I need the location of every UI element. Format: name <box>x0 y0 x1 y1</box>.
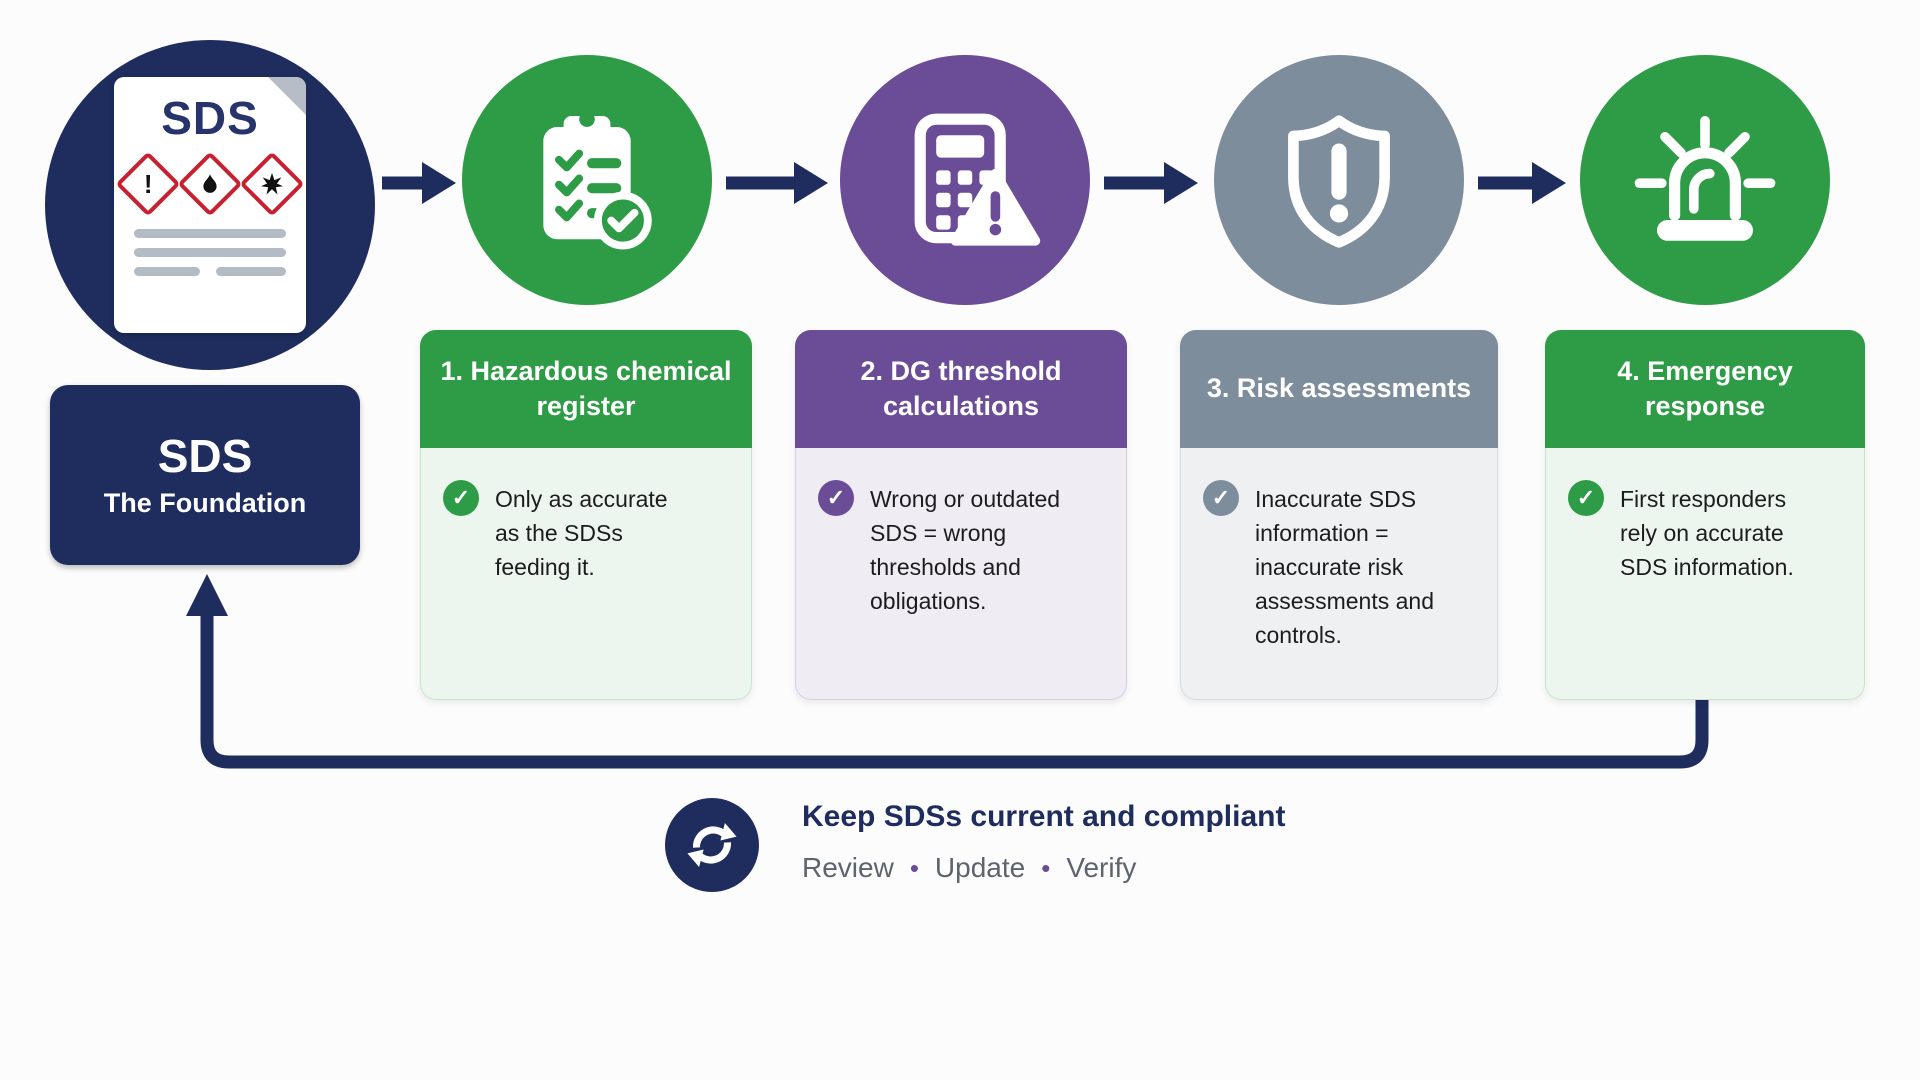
footer-title: Keep SDSs current and compliant <box>802 800 1286 833</box>
foundation-box-title: SDS <box>157 430 253 483</box>
sds-document-icon: SDS ! <box>114 77 306 333</box>
step3-circle <box>1214 55 1464 305</box>
foundation-box-subtitle: The Foundation <box>103 487 307 518</box>
check-badge-icon: ✓ <box>1203 480 1239 516</box>
refresh-cycle-icon <box>687 823 737 867</box>
flow-arrow-2 <box>726 162 828 204</box>
calculator-warning-icon <box>914 113 1041 246</box>
step2-circle <box>840 55 1090 305</box>
step4-header: 4. Emergency response <box>1545 330 1865 448</box>
cycle-separator-dot: • <box>909 852 919 883</box>
ghs-health-hazard-icon <box>239 151 305 217</box>
step3-title: 3. Risk assessments <box>1206 373 1472 404</box>
step-card-4: 4. Emergency response ✓ First responders… <box>1545 330 1865 700</box>
step2-header: 2. DG threshold calculations <box>795 330 1127 448</box>
footer-cycle-steps: Review • Update • Verify <box>802 852 1136 884</box>
emergency-siren-icon <box>1634 116 1776 241</box>
sds-foundation-circle: SDS ! <box>45 40 375 370</box>
sds-foundation-label: SDS The Foundation <box>50 385 360 565</box>
step1-header: 1. Hazardous chemical register <box>420 330 752 448</box>
checklist-clipboard-icon <box>543 111 652 250</box>
cycle-step-update: Update <box>934 852 1026 883</box>
step3-header: 3. Risk assessments <box>1180 330 1498 448</box>
flow-arrow-4 <box>1478 162 1566 204</box>
step4-description: First responders rely on accurate SDS in… <box>1620 486 1794 581</box>
cycle-separator-dot: • <box>1041 852 1051 883</box>
check-badge-icon: ✓ <box>443 480 479 516</box>
check-badge-icon: ✓ <box>1568 480 1604 516</box>
ghs-pictogram-row: ! <box>114 151 306 217</box>
step-card-2: 2. DG threshold calculations ✓ Wrong or … <box>795 330 1127 700</box>
shield-alert-icon <box>1288 115 1390 248</box>
step1-title: 1. Hazardous chemical register <box>440 355 732 421</box>
step4-body: ✓ First responders rely on accurate SDS … <box>1545 448 1865 700</box>
feedback-loop-arrow <box>186 574 1709 769</box>
step-card-1: 1. Hazardous chemical register ✓ Only as… <box>420 330 752 700</box>
step1-description: Only as accurate as the SDSs feeding it. <box>495 486 668 581</box>
step1-body: ✓ Only as accurate as the SDSs feeding i… <box>420 448 752 700</box>
sds-document-title: SDS <box>161 92 259 144</box>
step2-description: Wrong or outdated SDS = wrong thresholds… <box>870 486 1061 615</box>
step3-body: ✓ Inaccurate SDS information = inaccurat… <box>1180 448 1498 700</box>
step4-circle <box>1580 55 1830 305</box>
cycle-step-verify: Verify <box>1066 852 1137 883</box>
step-card-3: 3. Risk assessments ✓ Inaccurate SDS inf… <box>1180 330 1498 700</box>
flow-arrow-3 <box>1104 162 1198 204</box>
refresh-cycle-badge <box>665 798 759 892</box>
step2-body: ✓ Wrong or outdated SDS = wrong threshol… <box>795 448 1127 700</box>
flow-arrow-1 <box>382 162 456 204</box>
page-fold-corner-icon <box>268 77 306 115</box>
cycle-step-review: Review <box>802 852 894 883</box>
document-text-lines <box>114 229 306 286</box>
ghs-exclamation-icon: ! <box>115 151 181 217</box>
step3-description: Inaccurate SDS information = inaccurate … <box>1255 486 1434 649</box>
check-badge-icon: ✓ <box>818 480 854 516</box>
step2-title: 2. DG threshold calculations <box>860 355 1062 421</box>
step1-circle <box>462 55 712 305</box>
ghs-flame-icon <box>177 151 243 217</box>
step4-title: 4. Emergency response <box>1617 355 1793 421</box>
